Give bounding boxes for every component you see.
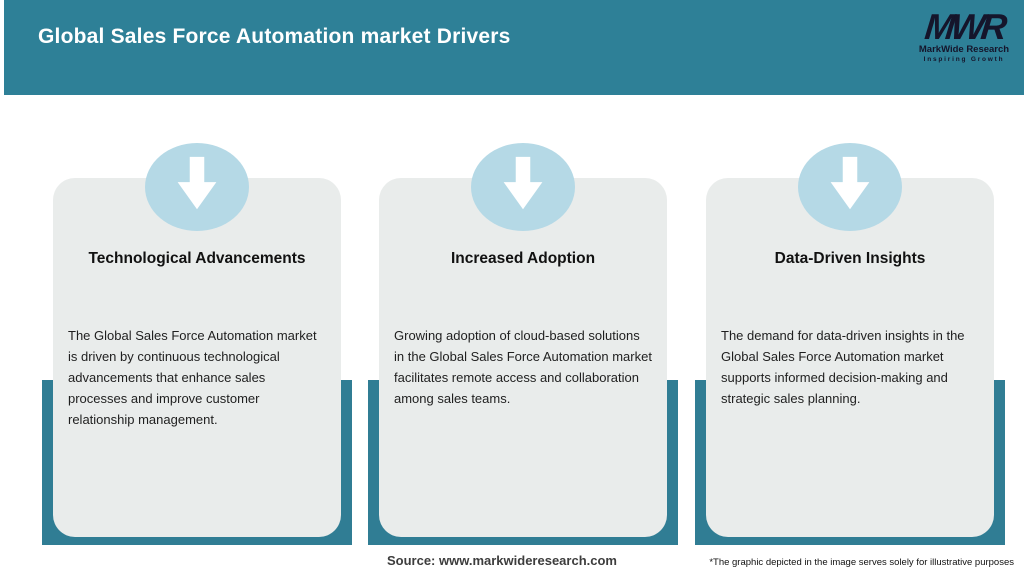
down-arrow-icon	[145, 143, 249, 231]
card-title: Data-Driven Insights	[774, 250, 926, 267]
card-body-text: Growing adoption of cloud-based solution…	[394, 328, 652, 406]
disclaimer-note: *The graphic depicted in the image serve…	[709, 557, 1014, 568]
logo-company-name: MarkWide Research	[918, 44, 1010, 55]
source-attribution: Source: www.markwideresearch.com	[386, 553, 617, 568]
markwide-research-logo: MWR MarkWide Research Inspiring Growth	[916, 6, 1012, 63]
card-body-text: The Global Sales Force Automation market…	[68, 328, 317, 427]
down-arrow-icon	[798, 143, 902, 231]
logo-monogram: MWR	[922, 6, 1006, 47]
header-banner: Global Sales Force Automation market Dri…	[4, 0, 1024, 95]
driver-card-data-driven-insights: Data-Driven Insights The demand for data…	[706, 178, 994, 537]
card-title: Technological Advancements	[88, 250, 306, 267]
page-title: Global Sales Force Automation market Dri…	[38, 25, 511, 48]
card-title: Increased Adoption	[450, 250, 596, 267]
driver-card-technological-advancements: Technological Advancements The Global Sa…	[53, 178, 341, 537]
down-arrow-icon	[471, 143, 575, 231]
logo-tagline: Inspiring Growth	[923, 56, 1005, 63]
driver-card-increased-adoption: Increased Adoption Growing adoption of c…	[379, 178, 667, 537]
card-body-text: The demand for data-driven insights in t…	[721, 328, 965, 406]
